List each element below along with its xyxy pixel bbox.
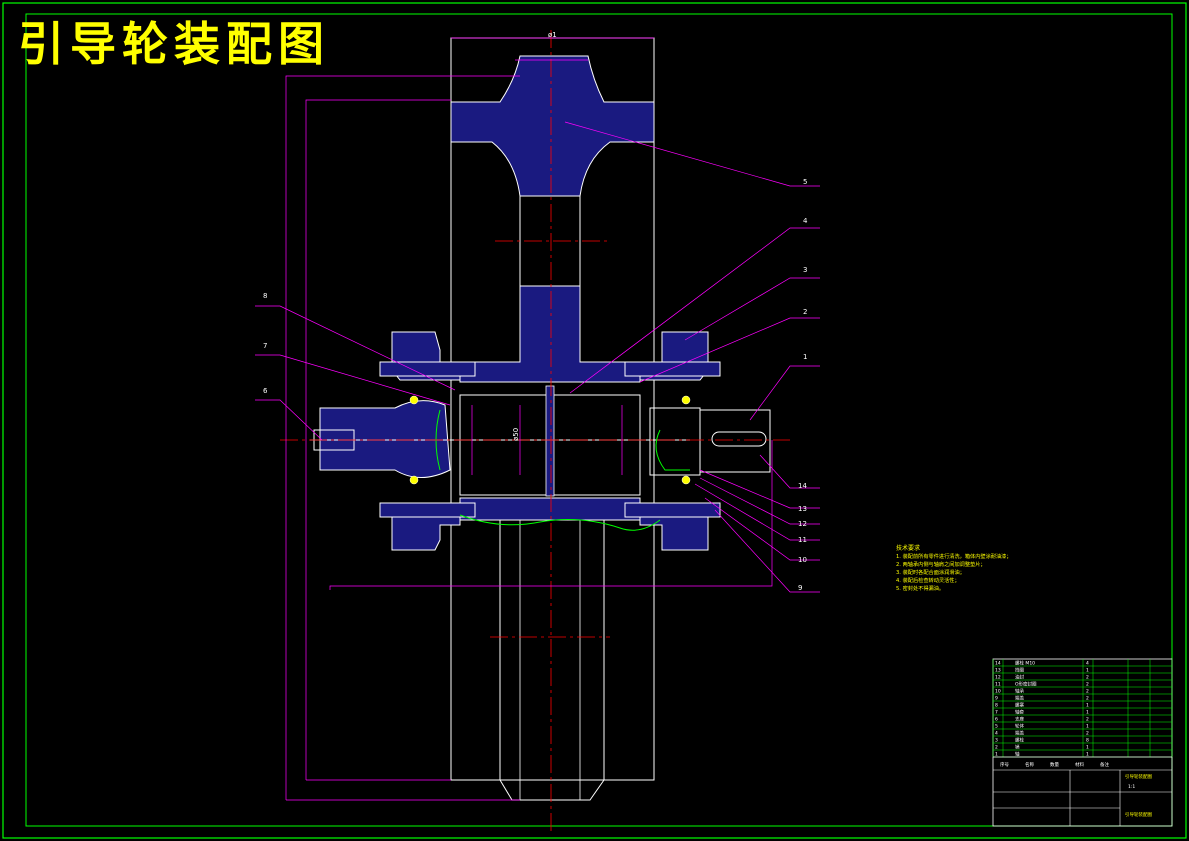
parts-row-name: O形密封圈 bbox=[1015, 681, 1037, 688]
parts-row-no: 4 bbox=[995, 731, 998, 737]
dim-bore: ø50 bbox=[512, 428, 520, 441]
parts-row-qty: 1 bbox=[1086, 703, 1089, 709]
parts-row-name: 端盖 bbox=[1015, 730, 1024, 737]
parts-row-no: 3 bbox=[995, 738, 998, 744]
parts-row-qty: 4 bbox=[1086, 661, 1089, 667]
balloon-label: 1 bbox=[803, 353, 807, 361]
tb-header-name: 名称 bbox=[1025, 761, 1034, 768]
parts-row-qty: 2 bbox=[1086, 675, 1089, 681]
tech-req-line: 5. 密封处不得漏油。 bbox=[896, 584, 944, 592]
parts-row-name: 挡圈 bbox=[1015, 667, 1024, 674]
dim-top: ø1 bbox=[548, 31, 557, 39]
tb-drawing-name: 引导轮装配图 bbox=[1125, 773, 1152, 780]
technical-requirements: 技术要求 1. 装配前所有零件进行清洗，箱体内壁涂耐油漆； 2. 两轴承内侧与轴… bbox=[896, 544, 1012, 592]
parts-row-name: 端盖 bbox=[1015, 695, 1024, 702]
parts-row-qty: 1 bbox=[1086, 710, 1089, 716]
balloon-label: 14 bbox=[798, 482, 807, 490]
tech-req-line: 1. 装配前所有零件进行清洗，箱体内壁涂耐油漆； bbox=[896, 552, 1012, 560]
parts-row-name: 螺栓 M10 bbox=[1015, 660, 1035, 667]
hub-assembly bbox=[310, 331, 771, 551]
parts-row-no: 13 bbox=[995, 668, 1001, 674]
tb-scale: 1:1 bbox=[1128, 784, 1135, 790]
tech-req-line: 2. 两轴承内侧与轴肩之间加调整垫片； bbox=[896, 560, 986, 568]
tb-header-no: 序号 bbox=[1000, 761, 1009, 768]
parts-row-qty: 2 bbox=[1086, 731, 1089, 737]
parts-row-no: 5 bbox=[995, 724, 998, 730]
parts-row-qty: 1 bbox=[1086, 745, 1089, 751]
parts-row-qty: 2 bbox=[1086, 717, 1089, 723]
balloon-label: 6 bbox=[263, 387, 268, 395]
parts-row-name: 螺塞 bbox=[1015, 702, 1024, 709]
balloon-label: 11 bbox=[798, 536, 807, 544]
parts-row-no: 7 bbox=[995, 710, 998, 716]
parts-row-qty: 1 bbox=[1086, 668, 1089, 674]
balloon-label: 9 bbox=[798, 584, 802, 592]
parts-row-name: 油封 bbox=[1015, 674, 1024, 681]
parts-row-name: 轴承 bbox=[1015, 688, 1024, 695]
parts-row-name: 轴套 bbox=[1015, 709, 1024, 716]
parts-row-qty: 2 bbox=[1086, 689, 1089, 695]
balloon-label: 13 bbox=[798, 505, 807, 513]
drawing-title: 引导轮装配图 bbox=[18, 17, 330, 71]
balloon-label: 2 bbox=[803, 308, 807, 316]
parts-row-no: 2 bbox=[995, 745, 998, 751]
parts-row-qty: 1 bbox=[1086, 752, 1089, 758]
balloon-label: 3 bbox=[803, 266, 807, 274]
balloon-label: 5 bbox=[803, 178, 807, 186]
parts-row-qty: 1 bbox=[1086, 724, 1089, 730]
parts-row-no: 12 bbox=[995, 675, 1001, 681]
dimension-lines bbox=[285, 37, 773, 801]
leader-lines bbox=[255, 121, 820, 593]
parts-row-no: 6 bbox=[995, 717, 998, 723]
centerlines bbox=[280, 30, 790, 835]
parts-row-qty: 2 bbox=[1086, 696, 1089, 702]
tb-header-material: 材料 bbox=[1075, 761, 1084, 768]
parts-row-no: 8 bbox=[995, 703, 998, 709]
parts-row-no: 9 bbox=[995, 696, 998, 702]
tb-header-qty: 数量 bbox=[1050, 761, 1059, 768]
balloon-label: 4 bbox=[803, 217, 808, 225]
parts-row-no: 11 bbox=[995, 682, 1001, 688]
parts-row-qty: 8 bbox=[1086, 738, 1089, 744]
parts-row-no: 14 bbox=[995, 661, 1001, 667]
parts-row-name: 销 bbox=[1015, 744, 1020, 751]
balloon-label: 7 bbox=[263, 342, 267, 350]
balloon-label: 12 bbox=[798, 520, 807, 528]
inner-frame bbox=[25, 13, 1173, 827]
parts-row-no: 1 bbox=[995, 752, 998, 758]
balloon-label: 10 bbox=[798, 556, 807, 564]
parts-row-name: 支座 bbox=[1015, 716, 1024, 723]
balloons-left: 8 7 6 bbox=[263, 292, 268, 395]
parts-row-qty: 2 bbox=[1086, 682, 1089, 688]
balloon-label: 8 bbox=[263, 292, 267, 300]
tb-drawing-name-2: 引导轮装配图 bbox=[1125, 811, 1152, 818]
parts-row-name: 螺栓 bbox=[1015, 737, 1024, 744]
parts-row-name: 轮体 bbox=[1015, 723, 1024, 730]
tech-req-line: 4. 装配后检查转动灵活性； bbox=[896, 576, 960, 584]
tech-req-heading: 技术要求 bbox=[896, 544, 920, 552]
tech-req-line: 3. 装配时各配合面涂润滑油； bbox=[896, 568, 965, 576]
balloons-right: 5 4 3 2 1 14 13 12 11 10 9 bbox=[798, 178, 808, 592]
parts-row-name: 轴 bbox=[1015, 751, 1020, 758]
tb-header-remark: 备注 bbox=[1100, 761, 1109, 768]
parts-row-no: 10 bbox=[995, 689, 1001, 695]
